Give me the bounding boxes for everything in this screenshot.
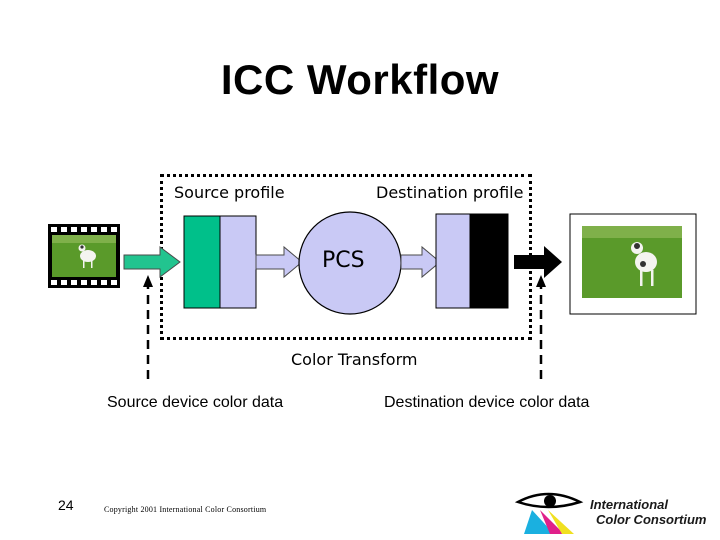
source-image — [48, 224, 120, 288]
logo-line-1: International — [590, 497, 669, 512]
destination-profile-label: Destination profile — [376, 183, 524, 202]
slide-title: ICC Workflow — [220, 56, 500, 103]
pcs-label: PCS — [322, 248, 365, 273]
copyright-notice: Copyright 2001 International Color Conso… — [104, 505, 267, 514]
destination-output-arrow — [514, 246, 562, 278]
source-profile-lavender-block — [219, 215, 257, 309]
from-pcs-arrow — [400, 245, 441, 279]
icc-eye-logo-icon — [514, 492, 584, 534]
to-pcs-arrow — [255, 245, 303, 279]
source-profile-label: Source profile — [174, 183, 285, 202]
source-data-label: Source device color data — [107, 394, 284, 411]
icc-logo-wordmark: International Color Consortium — [590, 497, 707, 527]
page-number: 24 — [58, 497, 74, 513]
source-input-arrow — [123, 246, 181, 278]
destination-profile-lavender-block — [435, 213, 471, 309]
destination-image — [569, 213, 697, 315]
destination-profile-black-block — [469, 213, 509, 309]
color-transform-label: Color Transform — [291, 350, 418, 369]
destination-data-label: Destination device color data — [384, 394, 590, 411]
logo-line-2: Color Consortium — [596, 512, 707, 527]
source-profile-green-block — [183, 215, 221, 309]
